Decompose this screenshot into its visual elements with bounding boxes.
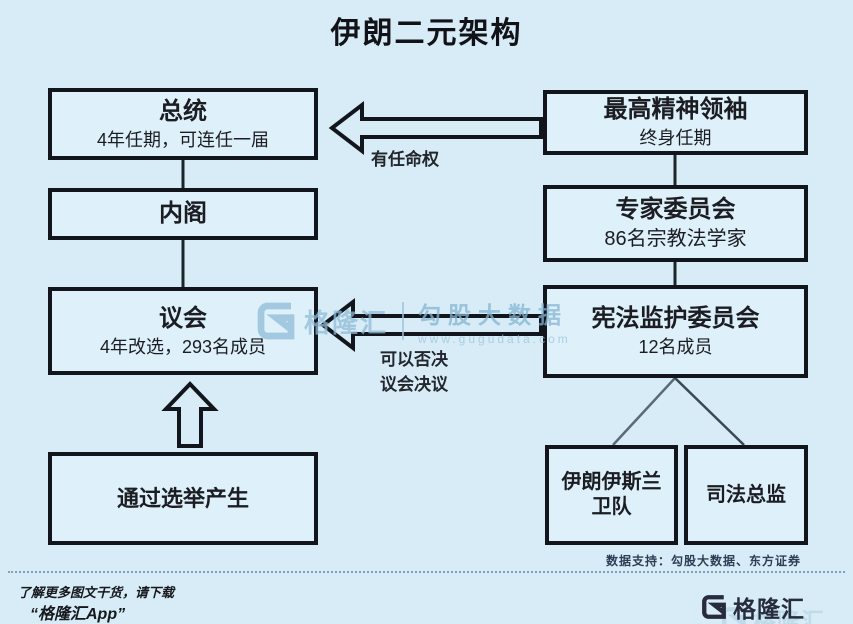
supreme-leader-subtitle: 终身任期 bbox=[639, 128, 712, 149]
veto-arrow bbox=[319, 297, 543, 353]
footer-divider bbox=[8, 571, 845, 573]
appointment-arrow bbox=[328, 100, 543, 156]
judiciary-box: 司法总监 bbox=[684, 445, 808, 545]
parliament-box: 议会 4年改选，293名成员 bbox=[48, 287, 318, 375]
gelonghui-logo: 格隆汇 bbox=[701, 590, 805, 624]
president-subtitle: 4年任期，可连任一届 bbox=[96, 129, 269, 150]
veto-arrow-label-line2: 议会决议 bbox=[380, 374, 448, 394]
election-up-arrow bbox=[161, 381, 219, 448]
gelonghui-logo-icon bbox=[702, 595, 726, 619]
guardian-council-box: 宪法监护委员会 12名成员 bbox=[543, 285, 808, 378]
parliament-title: 议会 bbox=[159, 304, 207, 332]
guardian-council-title: 宪法监护委员会 bbox=[591, 305, 760, 333]
cabinet-box: 内阁 bbox=[48, 188, 318, 240]
data-support-note: 数据支持：勾股大数据、东方证券 bbox=[605, 554, 801, 568]
supreme-leader-title: 最高精神领袖 bbox=[603, 96, 748, 124]
gelonghui-logo-ghost: 格隆汇 bbox=[721, 602, 825, 624]
cabinet-title: 内阁 bbox=[159, 200, 207, 227]
page-title: 伊朗二元架构 bbox=[330, 17, 523, 50]
gelonghui-ghost-icon bbox=[722, 607, 746, 624]
connector-guardian-irgc bbox=[612, 377, 676, 446]
irgc-box: 伊朗伊斯兰卫队 bbox=[545, 445, 678, 545]
experts-assembly-title: 专家委员会 bbox=[615, 196, 736, 223]
connector-guardian-judiciary bbox=[674, 377, 745, 446]
veto-arrow-label-line1: 可以否决 bbox=[380, 350, 448, 369]
experts-assembly-subtitle: 86名宗教法学家 bbox=[604, 228, 747, 250]
president-box: 总统 4年任期，可连任一届 bbox=[48, 88, 318, 160]
experts-assembly-box: 专家委员会 86名宗教法学家 bbox=[543, 185, 808, 262]
guardian-council-subtitle: 12名成员 bbox=[638, 337, 713, 358]
president-title: 总统 bbox=[159, 97, 207, 125]
footer-promo-line1: 了解更多图文干货，请下载 bbox=[18, 585, 175, 600]
election-title: 通过选举产生 bbox=[116, 485, 249, 511]
judiciary-title: 司法总监 bbox=[706, 483, 786, 506]
irgc-title: 伊朗伊斯兰卫队 bbox=[561, 471, 662, 518]
footer-promo-line2: “格隆汇App” bbox=[30, 606, 126, 623]
gelonghui-logo-text: 格隆汇 bbox=[733, 596, 805, 622]
gelonghui-ghost-text: 格隆汇 bbox=[753, 608, 825, 624]
appointment-arrow-label: 有任命权 bbox=[371, 150, 439, 169]
election-box: 通过选举产生 bbox=[48, 452, 318, 545]
supreme-leader-box: 最高精神领袖 终身任期 bbox=[543, 90, 808, 155]
parliament-subtitle: 4年改选，293名成员 bbox=[99, 336, 267, 357]
